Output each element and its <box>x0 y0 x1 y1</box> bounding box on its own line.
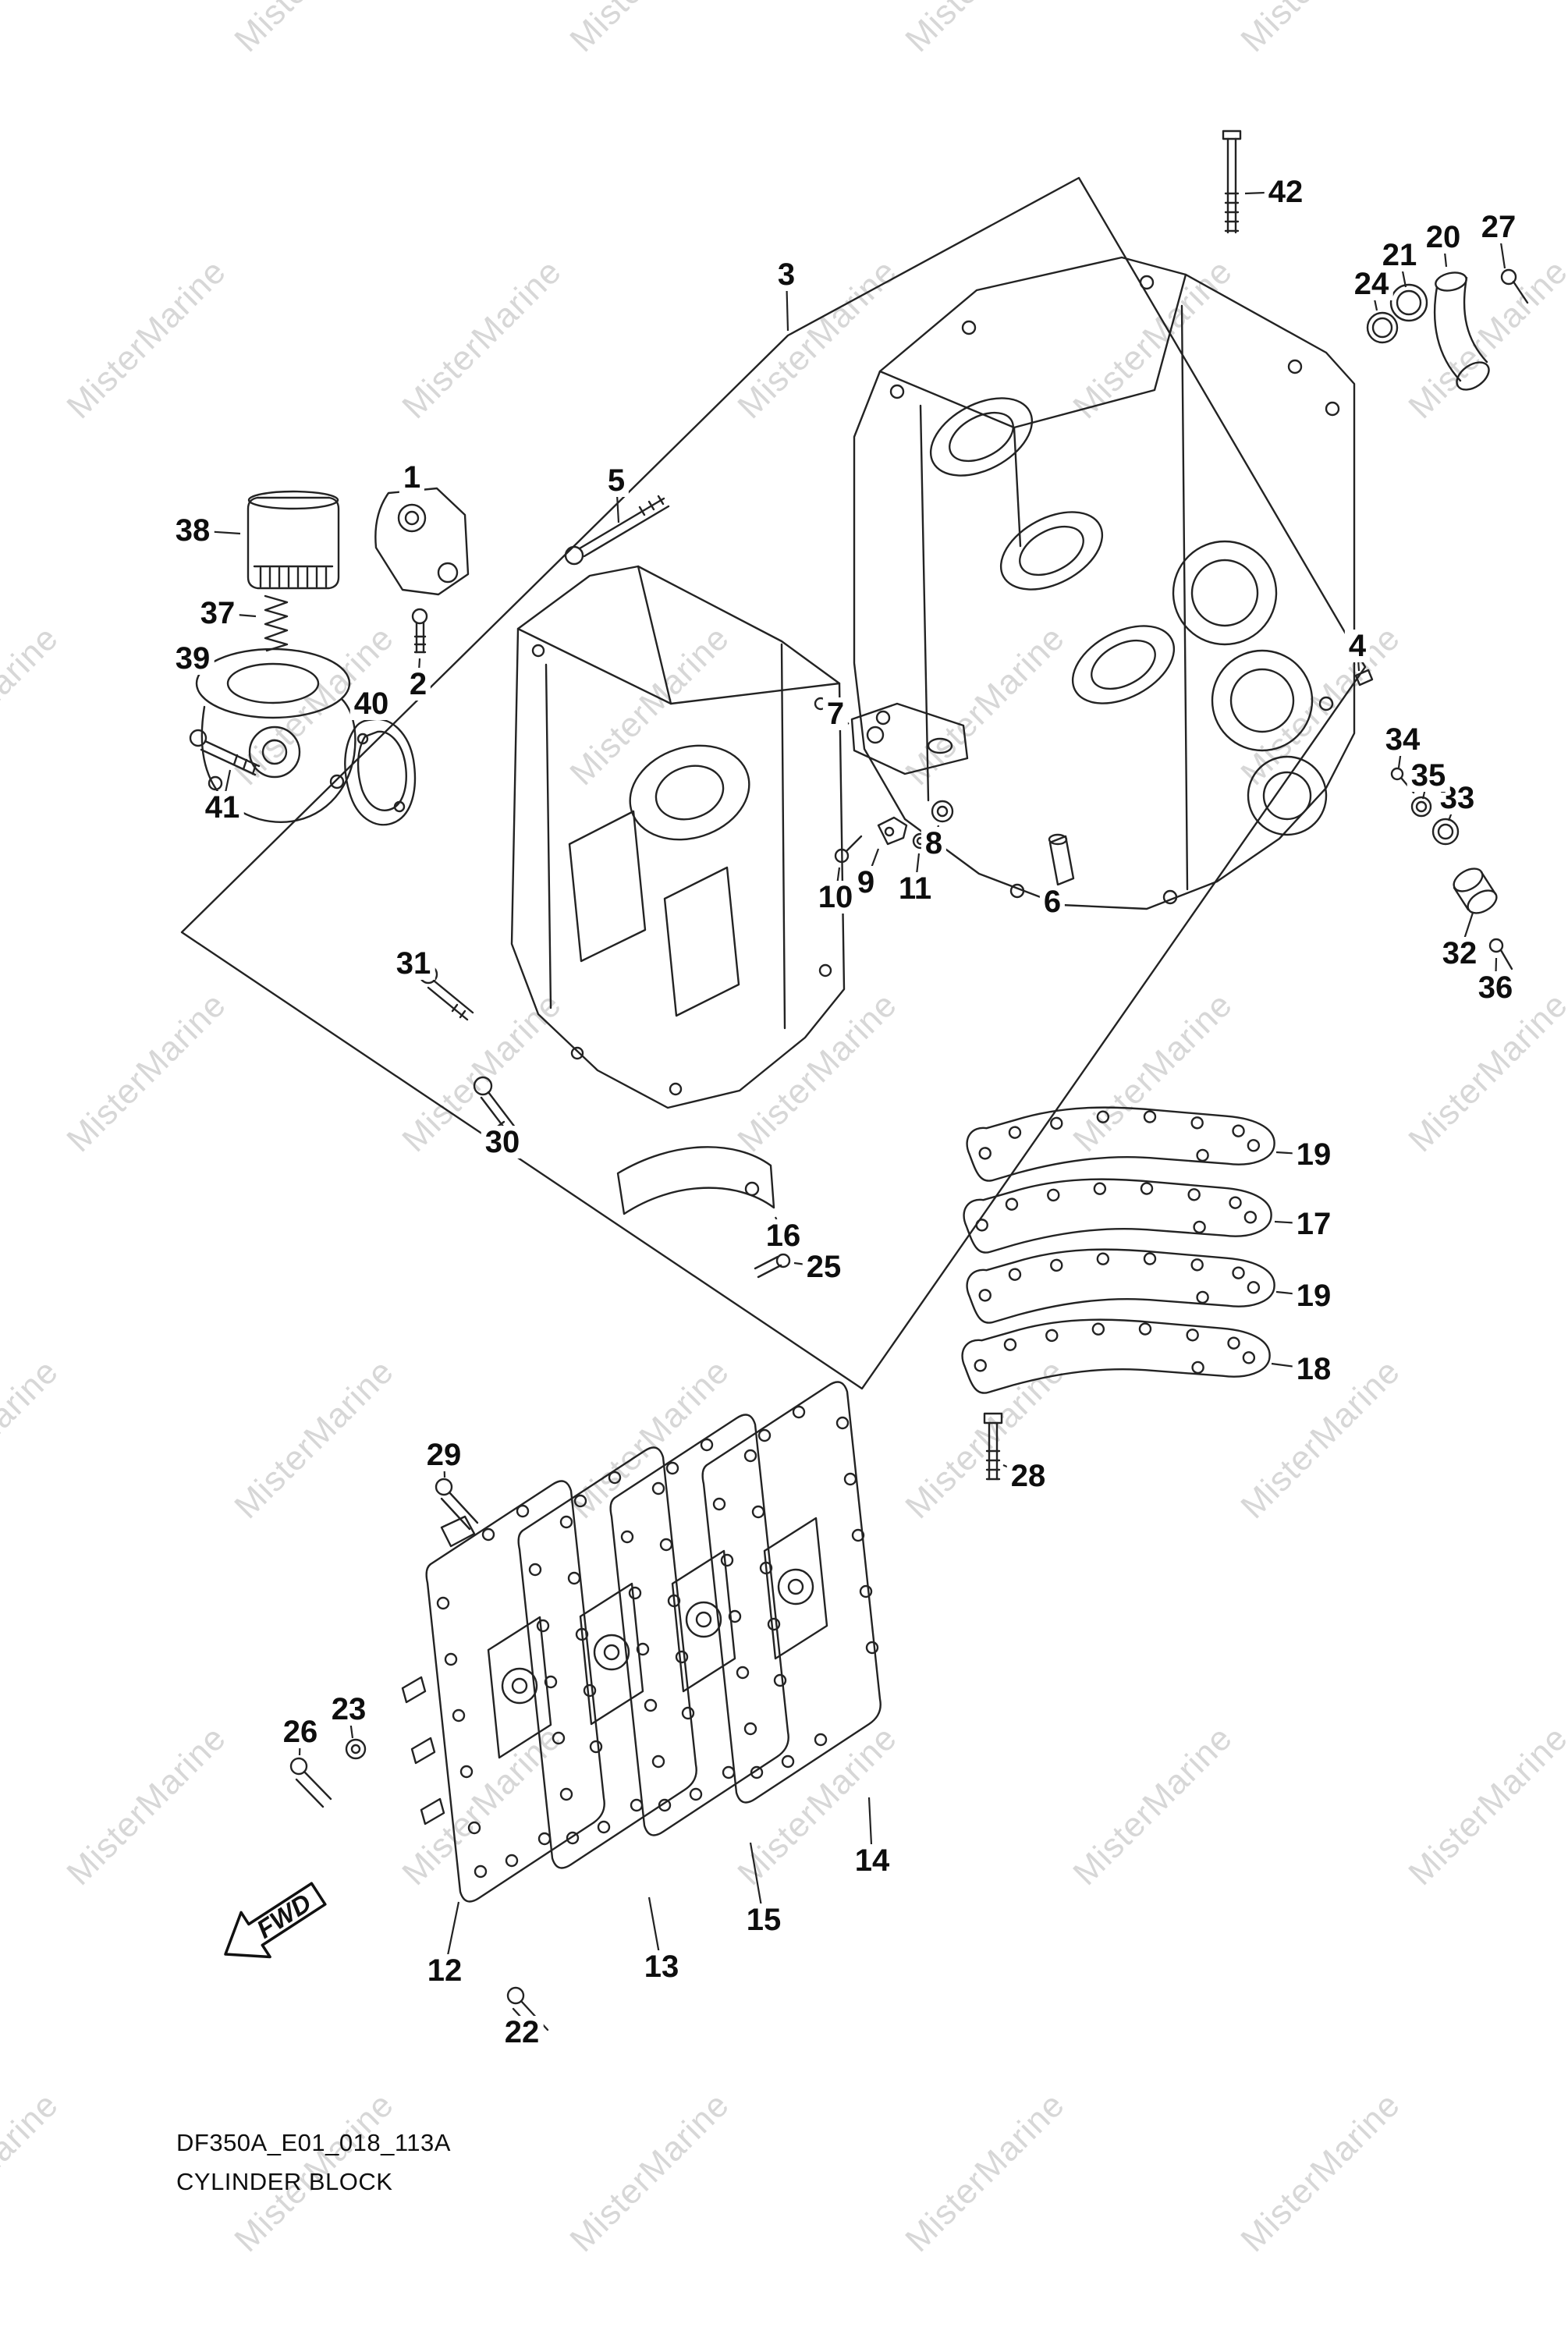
callout-2: 2 <box>405 668 431 701</box>
part-26-bolt <box>289 1757 332 1808</box>
part-10-bolt <box>834 835 863 864</box>
cylinder-block-upper-half <box>853 256 1356 910</box>
part-4-pin <box>1354 669 1374 687</box>
part-39-oil-pump-body <box>195 648 357 823</box>
callout-42: 42 <box>1264 176 1307 208</box>
callout-40: 40 <box>349 687 393 720</box>
callout-7: 7 <box>822 697 849 730</box>
callout-15: 15 <box>742 1903 786 1936</box>
callout-10: 10 <box>814 881 857 914</box>
callout-9: 9 <box>853 866 879 899</box>
drawing-footer: DF350A_E01_018_113A CYLINDER BLOCK <box>176 2123 451 2201</box>
part-1-bracket <box>374 487 470 596</box>
callout-19: 19 <box>1292 1138 1336 1171</box>
callout-11: 11 <box>894 872 936 905</box>
callout-29: 29 <box>422 1439 466 1471</box>
callout-23: 23 <box>327 1693 371 1726</box>
callout-24: 24 <box>1350 268 1393 300</box>
callout-16: 16 <box>761 1219 805 1252</box>
part-37-spring <box>264 594 289 652</box>
part-32-cap <box>1453 867 1498 914</box>
part-23-washer <box>345 1738 367 1760</box>
part-33-o-ring <box>1431 818 1460 846</box>
callout-32: 32 <box>1438 937 1481 970</box>
drawing-code: DF350A_E01_018_113A <box>176 2129 451 2156</box>
part-5-bolt <box>564 495 670 566</box>
part-42-bolt <box>1222 130 1242 234</box>
part-28-bolt <box>983 1412 1003 1481</box>
part-2-bolt <box>411 608 428 654</box>
callout-12: 12 <box>423 1954 466 1987</box>
part-6-dowel-pin <box>1048 833 1075 886</box>
callout-25: 25 <box>802 1251 846 1283</box>
diagram-title: CYLINDER BLOCK <box>176 2167 393 2195</box>
part-25-screw <box>754 1253 791 1279</box>
part-7-seal-plate <box>850 702 969 775</box>
callout-4: 4 <box>1344 630 1371 662</box>
part-16-clamp <box>616 1146 775 1215</box>
callout-5: 5 <box>603 464 630 497</box>
callout-37: 37 <box>196 597 239 630</box>
part-27-bolt <box>1500 268 1529 304</box>
part-29-bolt <box>435 1478 479 1548</box>
callout-1: 1 <box>399 461 425 494</box>
part-9-fitting <box>877 816 908 846</box>
callout-26: 26 <box>278 1715 322 1748</box>
callout-8: 8 <box>921 827 947 860</box>
callout-36: 36 <box>1474 971 1517 1004</box>
callout-14: 14 <box>850 1844 894 1877</box>
cylinder-block-lower-half <box>510 565 846 1109</box>
callout-28: 28 <box>1006 1460 1050 1492</box>
callout-35: 35 <box>1407 759 1450 792</box>
callout-31: 31 <box>392 947 435 980</box>
callout-27: 27 <box>1477 211 1520 243</box>
callout-20: 20 <box>1421 221 1465 254</box>
callout-39: 39 <box>171 642 215 675</box>
part-35-washer <box>1410 796 1432 818</box>
part-38-oil-filter <box>247 490 340 590</box>
part-21-o-ring <box>1389 283 1428 322</box>
part-8-o-ring <box>931 800 954 823</box>
callout-3: 3 <box>773 258 800 291</box>
callout-13: 13 <box>640 1950 683 1983</box>
callout-18: 18 <box>1292 1353 1336 1385</box>
assembly-plane-outline <box>180 176 1367 1390</box>
part-12-plate <box>401 1480 605 1903</box>
callout-41: 41 <box>200 791 244 824</box>
part-41-bolt <box>189 729 261 776</box>
callout-38: 38 <box>171 514 215 547</box>
part-24-o-ring <box>1366 311 1399 344</box>
callout-19: 19 <box>1292 1279 1336 1312</box>
part-36-bolt <box>1488 938 1513 970</box>
callout-34: 34 <box>1381 723 1424 756</box>
callout-21: 21 <box>1378 239 1421 271</box>
callout-6: 6 <box>1039 885 1066 918</box>
callout-22: 22 <box>500 2016 544 2049</box>
callout-30: 30 <box>481 1126 524 1158</box>
callout-17: 17 <box>1292 1208 1336 1240</box>
part-20-water-pipe <box>1433 271 1490 391</box>
